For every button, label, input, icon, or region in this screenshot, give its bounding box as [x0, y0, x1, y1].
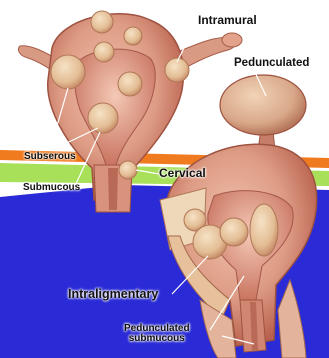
label-intraligamentary: Intraligmentary	[68, 288, 158, 301]
label-ped-sub-line2: submucous	[124, 334, 190, 344]
label-pedunculated-submucous: Pedunculated submucous	[124, 324, 190, 344]
label-intramural: Intramural	[198, 14, 257, 26]
label-subserous: Subserous	[24, 152, 76, 162]
label-pedunculated: Pedunculated	[234, 58, 309, 70]
label-cervical: Cervical	[159, 167, 206, 179]
label-submucous: Submucous	[23, 183, 80, 193]
